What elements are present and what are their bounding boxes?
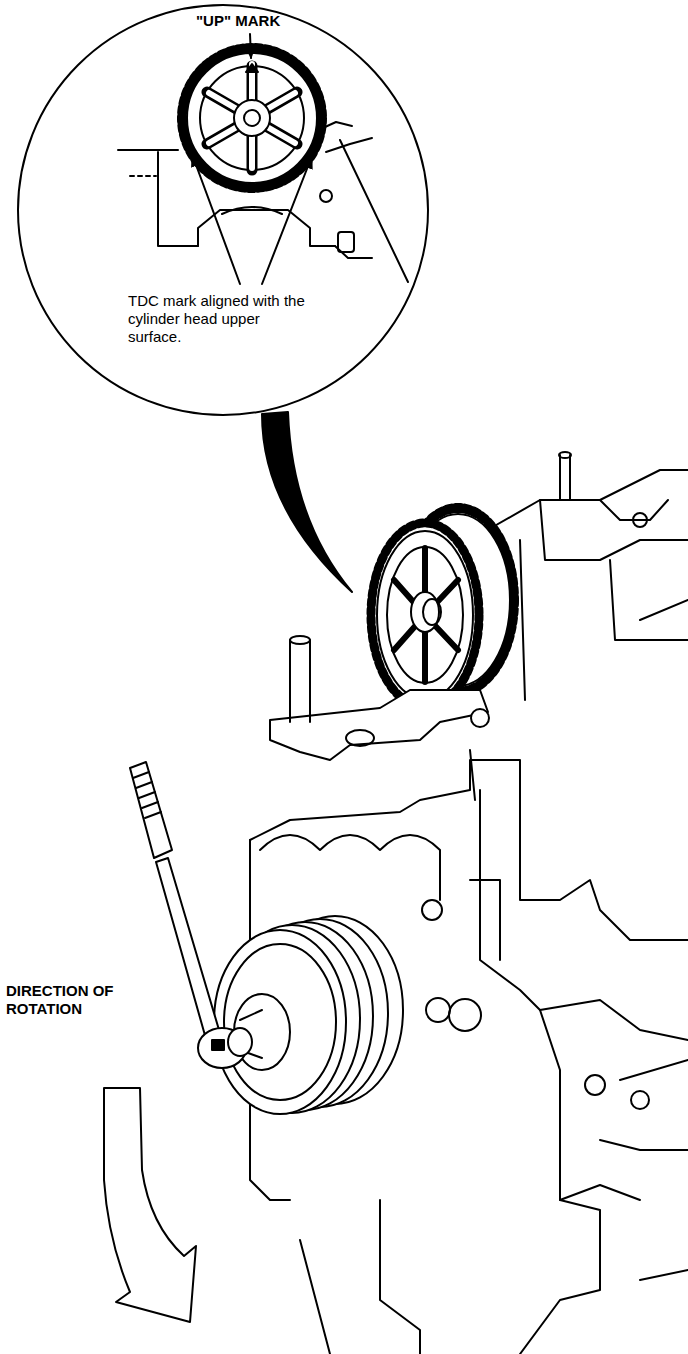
direction-label: DIRECTION OF ROTATION	[6, 982, 146, 1018]
note-label: TDC mark aligned with the cylinder head …	[128, 292, 310, 346]
cam-pulley	[371, 508, 514, 708]
leader-line	[250, 34, 251, 58]
crankshaft-pulley	[214, 916, 403, 1114]
detail-circle	[18, 5, 428, 415]
part-label: "UP" MARK	[196, 12, 280, 30]
bracket	[270, 636, 489, 800]
wrench	[130, 762, 252, 1068]
direction-arrow	[104, 1088, 196, 1322]
callout-pointer	[262, 412, 352, 592]
leader-line	[192, 154, 240, 284]
leader-line	[262, 156, 312, 284]
cam-pulley-detail	[182, 48, 322, 188]
